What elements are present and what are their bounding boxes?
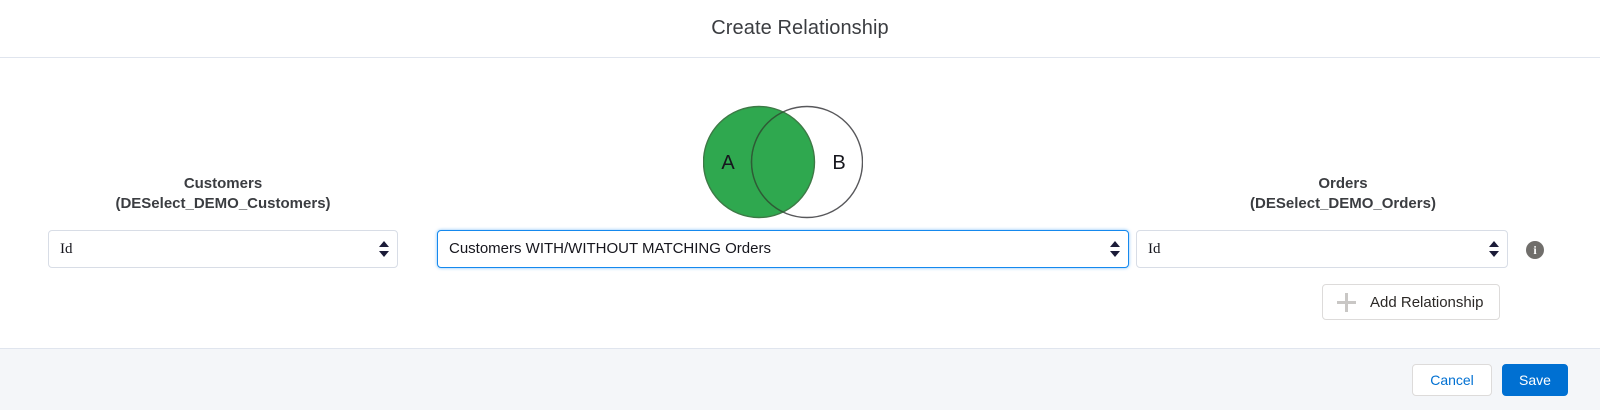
chevron-updown-icon[interactable] [1485, 231, 1507, 267]
relationship-type-select-value: Customers WITH/WITHOUT MATCHING Orders [449, 240, 771, 257]
relationship-field-row: Id Customers WITH/WITHOUT MATCHING Order… [0, 230, 1600, 270]
venn-circle-a-outline [703, 105, 816, 219]
add-relationship-label: Add Relationship [1370, 293, 1484, 311]
chevron-updown-icon[interactable] [375, 231, 397, 267]
left-data-extension-name: Customers [183, 175, 263, 192]
venn-label-a: A [721, 152, 735, 174]
right-field-select[interactable]: Id [1136, 230, 1508, 268]
left-data-extension-key: (DESelect_DEMO_Customers) [115, 195, 331, 212]
modal-footer: Cancel Save [0, 348, 1600, 410]
info-icon[interactable]: i [1526, 241, 1544, 259]
add-relationship-button[interactable]: Add Relationship [1322, 284, 1501, 320]
right-data-extension-caption: Orders (DESelect_DEMO_Orders) [1168, 174, 1518, 214]
right-data-extension-name: Orders [1318, 175, 1368, 192]
plus-icon [1337, 292, 1356, 312]
left-field-select[interactable]: Id [48, 230, 398, 268]
modal-body: A B Customers (DESelect_DEMO_Customers) … [0, 58, 1600, 348]
left-field-select-value: Id [60, 241, 73, 257]
left-data-extension-caption: Customers (DESelect_DEMO_Customers) [48, 174, 398, 214]
right-field-select-value: Id [1148, 241, 1161, 257]
relationship-type-select[interactable]: Customers WITH/WITHOUT MATCHING Orders [437, 230, 1129, 268]
cancel-button[interactable]: Cancel [1412, 363, 1492, 396]
venn-label-b: B [832, 152, 845, 174]
page-title: Create Relationship [711, 17, 889, 39]
save-button[interactable]: Save [1502, 363, 1568, 396]
venn-diagram[interactable]: A B [703, 105, 863, 219]
chevron-updown-icon[interactable] [1106, 231, 1128, 267]
modal-header: Create Relationship [0, 0, 1600, 58]
venn-circle-a-fill [703, 106, 815, 218]
right-data-extension-key: (DESelect_DEMO_Orders) [1250, 195, 1436, 212]
